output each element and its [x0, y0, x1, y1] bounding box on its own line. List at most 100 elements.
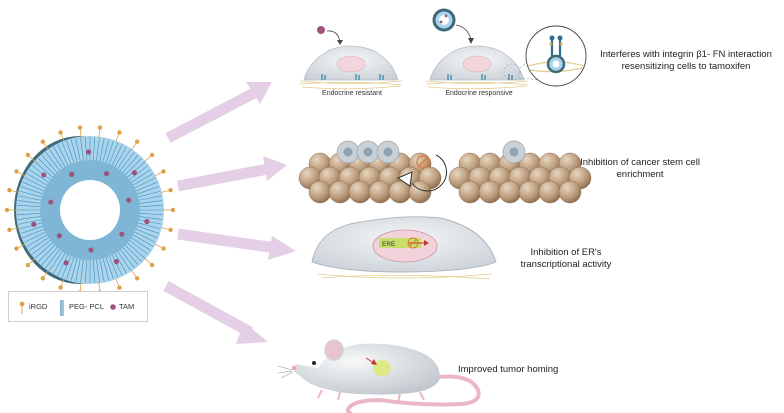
peg-pcl-chain: [17, 200, 41, 204]
peg-pcl-chain: [92, 137, 96, 161]
peg-pcl-chain: [134, 231, 156, 243]
tam-dot: [126, 197, 132, 203]
peg-pcl-chain: [57, 254, 69, 276]
arrow-to-er: [177, 228, 296, 260]
irgd-stalk: [43, 269, 49, 277]
peg-pcl-chain: [45, 151, 60, 171]
peg-pcl-chain: [84, 259, 88, 283]
peg-pcl-chain: [75, 138, 81, 162]
irgd-head: [77, 125, 83, 130]
tam-dot: [69, 171, 75, 177]
irgd-stalk: [144, 258, 151, 265]
cycle-inhibition-icon: [396, 154, 447, 192]
peg-pcl-chain: [41, 154, 58, 173]
tam-dot: [48, 199, 54, 205]
peg-pcl-chain: [26, 173, 47, 186]
irgd-stalk: [11, 227, 20, 230]
legend-label-peg-pcl: PEG- PCL: [69, 302, 105, 311]
micelle-lumen: [60, 180, 120, 240]
irgd-head: [161, 246, 166, 251]
peg-pcl-chain: [117, 149, 131, 169]
irgd-stalk: [115, 134, 120, 142]
irgd-head: [40, 276, 46, 281]
irgd-head: [97, 125, 103, 130]
peg-pcl-chain: [61, 142, 72, 164]
irgd-stalk: [115, 278, 120, 286]
irgd-head: [161, 169, 166, 174]
irgd-head: [149, 152, 155, 158]
irgd-stalk: [11, 190, 20, 193]
peg-pcl-chain: [99, 258, 105, 282]
peg-pcl-chain: [34, 161, 53, 178]
peg-pcl-chain: [136, 181, 158, 192]
irgd-head: [14, 246, 19, 251]
irgd-head: [14, 169, 19, 174]
irgd-head: [40, 139, 46, 144]
stem-cell-nucleus: [343, 147, 353, 157]
peg-pcl-chain: [120, 249, 135, 269]
irgd-head: [134, 276, 140, 281]
irgd-head: [25, 152, 31, 158]
peg-pcl-chain: [92, 259, 96, 283]
peg-pcl-chain: [105, 257, 114, 280]
peg-pcl-chain: [127, 242, 146, 259]
irgd-stalk: [43, 143, 49, 151]
peg-pcl-chain: [108, 256, 119, 278]
peg-pcl-chain: [111, 254, 123, 276]
peg-pcl-chain: [20, 225, 43, 234]
mouse-body: [293, 343, 440, 395]
cell-ball: [408, 180, 432, 204]
arrow-to-stem-cell: [176, 156, 287, 192]
peg-pcl-chain: [133, 234, 154, 247]
stem-cell-nucleus: [509, 147, 519, 157]
irgd-stalk: [18, 243, 26, 248]
peg-pcl-chain: [70, 139, 78, 162]
tam-dot: [41, 172, 47, 178]
peg-pcl-chain: [99, 138, 105, 162]
irgd-head: [7, 187, 12, 193]
mouse-ear: [324, 339, 344, 361]
er-outcome-label: Inhibition of ER's transcriptional activ…: [520, 247, 612, 270]
no-symbol-icon: [407, 237, 419, 249]
irgd-stalk: [29, 258, 36, 265]
cell-ball: [348, 180, 372, 204]
peg-pcl-chain: [20, 186, 43, 195]
cell-ball: [308, 180, 332, 204]
irgd-stalk: [79, 129, 82, 138]
panel-er: ERE: [311, 216, 497, 280]
peg-pcl-chain: [138, 195, 162, 201]
irgd-head: [7, 227, 12, 233]
peg-pcl-chain: [129, 240, 149, 255]
peg-pcl-chain: [133, 173, 154, 186]
peg-pcl-chain: [70, 258, 78, 281]
irgd-stalk: [154, 172, 162, 177]
cell-ball: [518, 180, 542, 204]
irgd-head: [117, 285, 122, 290]
peg-pcl-chain: [80, 137, 84, 161]
peg-pcl-chain: [102, 139, 110, 162]
irgd-stalk: [154, 243, 162, 248]
peg-pcl-chain: [134, 177, 156, 189]
cell-ball: [538, 180, 562, 204]
peg-pcl-chain: [61, 256, 72, 278]
peg-pcl-chain: [18, 219, 42, 225]
irgd-stalk: [144, 155, 151, 162]
cell-cluster-inhibited: [448, 140, 592, 204]
integrin-zoom-inset: [525, 25, 587, 87]
tam-molecule: [317, 26, 325, 34]
tam-dot: [103, 170, 110, 177]
peg-pcl-chain: [114, 253, 127, 274]
irgd-stalk: [79, 282, 82, 291]
peg-pcl-chain: [17, 212, 41, 216]
peg-pcl-chain: [138, 222, 161, 230]
peg-pcl-chain: [49, 149, 63, 169]
peg-pcl-chain: [22, 181, 44, 192]
panel-integrin: [299, 8, 587, 90]
irgd-head: [58, 285, 63, 290]
peg-pcl-chain: [26, 234, 47, 247]
cell-ball: [478, 180, 502, 204]
irgd-stalk: [160, 190, 169, 193]
stem-cell-outcome-label: Inhibition of cancer stem cell enrichmen…: [580, 157, 700, 180]
ere-label: ERE: [382, 241, 396, 248]
